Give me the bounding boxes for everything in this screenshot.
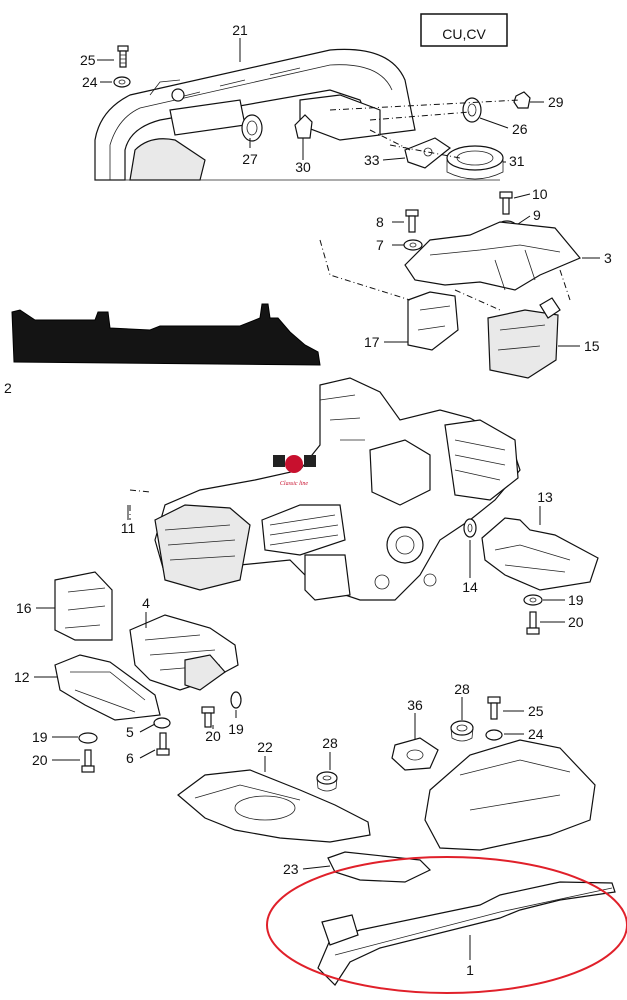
- grommet-part-26: [462, 97, 482, 123]
- engine-frame-part-21: [94, 48, 500, 181]
- classic-line-logo: Classic line: [273, 455, 316, 487]
- grommet-part-14: [463, 518, 477, 538]
- label-36: 36: [407, 697, 423, 713]
- nut-part-29: [513, 91, 531, 109]
- label-19-right: 19: [568, 592, 584, 608]
- label-24-top: 24: [82, 74, 98, 90]
- callout-labels: 21 25 24 27 30 33 31 29 26 10 9 8 7 3 17…: [14, 22, 612, 978]
- label-28-right: 28: [454, 681, 470, 697]
- bolt-part-8: [405, 209, 419, 233]
- label-19-center: 19: [228, 721, 244, 737]
- label-8: 8: [376, 214, 384, 230]
- cover-part-13: [481, 517, 599, 591]
- seal-strip-part-2: 2: [4, 303, 321, 396]
- label-9: 9: [533, 207, 541, 223]
- label-12: 12: [14, 669, 30, 685]
- highlight-circle: [266, 856, 627, 994]
- label-25-bottom: 25: [528, 703, 544, 719]
- washer-part-5: [153, 717, 171, 729]
- label-1: 1: [466, 962, 474, 978]
- heat-shield-large: [424, 739, 596, 851]
- model-code-text: CU,CV: [442, 26, 486, 42]
- bolt-part-20-left: [81, 749, 95, 773]
- label-5: 5: [126, 724, 134, 740]
- grommet-part-28-right: [450, 720, 474, 742]
- label-19-left: 19: [32, 729, 48, 745]
- label-10: 10: [532, 186, 548, 202]
- label-23: 23: [283, 861, 299, 877]
- washer-part-19-left: [78, 732, 98, 744]
- cover-part-22: [177, 769, 371, 843]
- label-26: 26: [512, 121, 528, 137]
- label-4: 4: [142, 595, 150, 611]
- cover-part-12: [54, 654, 161, 721]
- gasket-part-33: [404, 137, 452, 169]
- label-27: 27: [242, 151, 258, 167]
- washer-part-24-bottom: [485, 729, 503, 741]
- grommet-part-36: [391, 737, 439, 771]
- grommet-part-28-left: [316, 771, 338, 792]
- label-30: 30: [295, 159, 311, 175]
- heat-shield-part-16: [54, 571, 113, 641]
- bolt-part-20-right: [526, 611, 540, 635]
- engine-block: [154, 377, 521, 601]
- label-28-left: 28: [322, 735, 338, 751]
- seal-part-31: [446, 145, 504, 180]
- label-15: 15: [584, 338, 600, 354]
- bolt-part-25-bottom: [487, 696, 501, 720]
- label-6: 6: [126, 750, 134, 766]
- heat-shield-part-17: [407, 291, 459, 351]
- bolt-part-6: [156, 732, 170, 756]
- label-33: 33: [364, 152, 380, 168]
- logo-text: Classic line: [280, 481, 309, 487]
- washer-part-7: [403, 239, 423, 251]
- label-20-center: 20: [205, 728, 221, 744]
- label-16: 16: [16, 600, 32, 616]
- seal-strip-part-1: [317, 881, 616, 986]
- label-25-top: 25: [80, 52, 96, 68]
- label-14: 14: [462, 579, 478, 595]
- washer-part-24-top: [113, 76, 131, 88]
- seal-part-23: [327, 851, 432, 883]
- model-code-box: CU,CV: [420, 13, 508, 47]
- label-29: 29: [548, 94, 564, 110]
- heat-shield-part-3: [404, 221, 581, 291]
- label-2: 2: [4, 380, 12, 396]
- bolt-part-20-center: [201, 706, 215, 728]
- grommet-part-27: [241, 114, 263, 142]
- clip-part-30: [294, 114, 313, 139]
- label-22: 22: [257, 739, 273, 755]
- label-24-bottom: 24: [528, 726, 544, 742]
- bolt-part-10: [499, 191, 513, 215]
- label-17: 17: [364, 334, 380, 350]
- label-7: 7: [376, 237, 384, 253]
- label-21: 21: [232, 22, 248, 38]
- leader-lines: [34, 38, 600, 960]
- label-3: 3: [604, 250, 612, 266]
- label-20-left: 20: [32, 752, 48, 768]
- label-20-right: 20: [568, 614, 584, 630]
- label-31: 31: [509, 153, 525, 169]
- washer-part-19-center: [230, 691, 242, 709]
- label-13: 13: [537, 489, 553, 505]
- washer-part-19-right: [523, 594, 543, 606]
- label-11: 11: [121, 520, 136, 536]
- bolt-part-25-top: [117, 45, 129, 68]
- heat-shield-part-15: [487, 297, 561, 379]
- bracket-part-4: [129, 614, 239, 691]
